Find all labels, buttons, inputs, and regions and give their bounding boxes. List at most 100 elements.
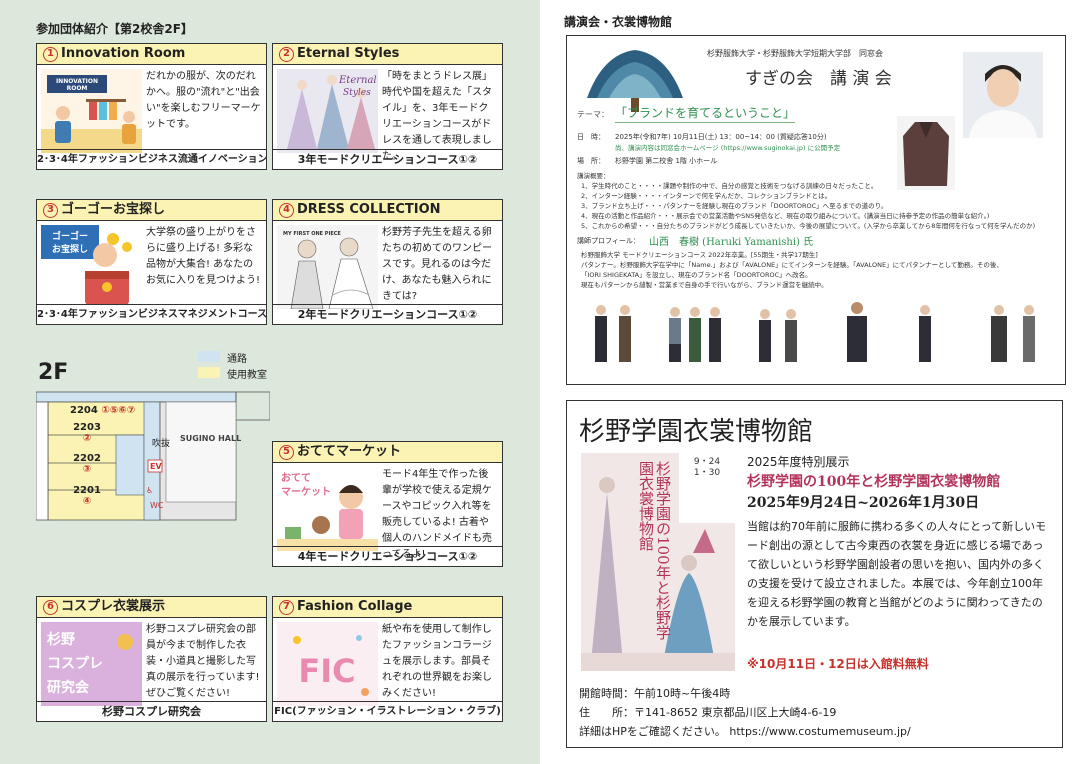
card-title: ゴーゴーお宝探し bbox=[61, 202, 166, 217]
date-label: 日 時： bbox=[577, 133, 605, 141]
card-title: Eternal Styles bbox=[297, 46, 400, 61]
museum-body: 当館は約70年前に服飾に携わる多くの人々にとって新しいモード創出の源として古今東… bbox=[747, 520, 1047, 628]
card-footer: FIC(ファッション・イラストレーション・クラブ) bbox=[273, 701, 502, 721]
tree-logo bbox=[583, 44, 687, 114]
theme-label: テーマ： bbox=[577, 110, 609, 119]
section-title-groups: 参加団体紹介【第2校舎2F】 bbox=[36, 22, 193, 36]
svg-text:ROOM: ROOM bbox=[67, 85, 88, 92]
card-title: DRESS COLLECTION bbox=[297, 202, 441, 217]
wc-label: WC bbox=[150, 501, 164, 510]
summary-item: 4、現在の活動と作品紹介・・・展示会での営業活動やSNS発信など、現在の取り組み… bbox=[581, 212, 990, 220]
museum-address: 住 所：〒141-8652 東京都品川区上大崎4-6-19 bbox=[579, 706, 837, 719]
card-title: Fashion Collage bbox=[297, 599, 413, 614]
legend-room-label: 使用教室 bbox=[227, 370, 267, 381]
lecture-poster: 杉野服飾大学・杉野服飾大学短期大学部 同窓会 すぎの会 講 演 会 テーマ： 「… bbox=[566, 35, 1066, 385]
poster-title: 杉野学園の100年と杉野学園衣裳博物館 bbox=[637, 461, 672, 640]
svg-text:杉野: 杉野 bbox=[47, 631, 75, 648]
room-2203: 2203 bbox=[73, 422, 101, 433]
number-badge: 2 bbox=[279, 47, 294, 62]
jacket-photo bbox=[897, 116, 955, 190]
museum-hours: 開館時間：午前10時~午後4時 bbox=[579, 687, 731, 700]
place-label: 場 所： bbox=[577, 157, 605, 165]
card-description: だれかの服が、次のだれかへ。服の"流れ"と"出会い"を楽しむフリーマーケットです… bbox=[146, 71, 261, 130]
atrium-label: 吹抜 bbox=[152, 439, 171, 449]
museum-website[interactable]: 詳細はHPをご確認ください。 https://www.costumemuseum… bbox=[579, 725, 911, 738]
legend-room-swatch bbox=[198, 367, 220, 378]
lecture-title: すぎの会 講 演 会 bbox=[745, 69, 892, 89]
free-admission-notice: ※10月11日・12日は入館料無料 bbox=[747, 657, 929, 671]
museum-section: 杉野学園衣裳博物館 杉野学園の100年と杉野学園衣裳博物館 9・24 1・30 … bbox=[566, 400, 1063, 748]
hall-label: SUGINO HALL bbox=[180, 434, 242, 443]
number-badge: 1 bbox=[43, 47, 58, 62]
card-description: 杉野コスプレ研究会の部員が今まで制作した衣装・小道具と撮影した写真の展示を行って… bbox=[146, 624, 260, 699]
card-title: おててマーケット bbox=[297, 444, 402, 459]
svg-text:Styles: Styles bbox=[343, 88, 371, 98]
room-2204-groups: ①⑤⑥⑦ bbox=[101, 405, 136, 416]
card-description: 「時をまとうドレス展」時代や国を超えた「スタイル」を、3年モードクリエーションコ… bbox=[382, 71, 492, 162]
card-footer: 2･3･4年ファッションビジネスマネジメントコース bbox=[37, 304, 266, 324]
lecture-place: 杉野学園 第二校舎 1階 小ホール bbox=[615, 157, 718, 165]
summary-item: 3、ブランド立ち上げ・・・パタンナーを経験し現在のブランド「DOORTOROC」… bbox=[581, 202, 888, 210]
card-footer: 2･3･4年ファッションビジネス流通イノベーションコース bbox=[37, 149, 266, 169]
card-description: 紙や布を使用して制作したファッションコラージュを展示します。部員それぞれの世界観… bbox=[382, 624, 492, 699]
card-footer: 2年モードクリエーションコース①② bbox=[273, 304, 502, 324]
number-badge: 7 bbox=[279, 600, 294, 615]
exhibition-poster: 杉野学園の100年と杉野学園衣裳博物館 9・24 1・30 bbox=[581, 453, 735, 671]
card-description: 大学祭の盛り上がりをさらに盛り上げる! 多彩な品物が大集合! あなたのお気に入り… bbox=[146, 227, 261, 286]
room-2202-groups: ③ bbox=[82, 464, 92, 475]
legend-corridor-swatch bbox=[198, 351, 220, 362]
room-2202: 2202 bbox=[73, 453, 101, 464]
otete-market-illustration: おてて マーケット bbox=[277, 467, 378, 551]
treasure-hunt-illustration: ゴーゴー お宝探し bbox=[41, 225, 142, 309]
profile-text: 杉野服飾大学 モードクリエーションコース 2022年卒業。[55期生・共学17期… bbox=[581, 251, 1003, 289]
room-2203-groups: ② bbox=[82, 433, 92, 444]
wc-icon: ♿ bbox=[146, 486, 154, 495]
svg-text:INNOVATION: INNOVATION bbox=[56, 78, 98, 85]
summary-item: 1、学生時代のこと・・・・課題や制作の中で、自分の感覚と技術をつなげる訓練の日々… bbox=[581, 182, 878, 190]
svg-text:研究会: 研究会 bbox=[47, 679, 90, 696]
card-title: コスプレ衣裳展示 bbox=[61, 599, 166, 614]
lecture-date: 2025年(令和7年) 10月11日(土) 13：00~14：00 (質疑応答1… bbox=[615, 133, 827, 141]
svg-text:Eternal: Eternal bbox=[338, 75, 377, 86]
exhibit-period: 2025年9月24日~2026年1月30日 bbox=[747, 495, 980, 511]
number-badge: 4 bbox=[279, 203, 294, 218]
svg-text:ゴーゴー: ゴーゴー bbox=[52, 230, 88, 242]
svg-text:お宝探し: お宝探し bbox=[52, 243, 88, 255]
room-2201-groups: ④ bbox=[82, 496, 92, 507]
legend-corridor-label: 通路 bbox=[227, 354, 247, 365]
innovation-room-illustration: INNOVATION ROOM bbox=[41, 69, 142, 153]
ev-label: EV bbox=[150, 462, 162, 471]
profile-label: 講師プロフィール： bbox=[577, 237, 640, 245]
svg-text:おてて: おてて bbox=[281, 472, 311, 484]
summary-item: 2、インターン経験・・・・インターンで何を学んだか、コレクションブランドとは。 bbox=[581, 192, 832, 200]
floor-label: 2F bbox=[38, 360, 69, 385]
museum-title: 杉野学園衣裳博物館 bbox=[579, 417, 814, 447]
card-footer: 4年モードクリエーションコース①② bbox=[273, 546, 502, 566]
section-title-lecture-museum: 講演会・衣裳博物館 bbox=[564, 15, 673, 29]
fic-logo: FIC bbox=[277, 622, 378, 706]
eternal-styles-illustration: Eternal Styles bbox=[277, 69, 378, 153]
summary-list: 1、学生時代のこと・・・・課題や制作の中で、自分の感覚と技術をつなげる訓練の日々… bbox=[581, 181, 1051, 231]
lecture-org: 杉野服飾大学・杉野服飾大学短期大学部 同窓会 bbox=[707, 49, 883, 58]
card-title: Innovation Room bbox=[61, 46, 186, 61]
number-badge: 3 bbox=[43, 203, 58, 218]
cosplay-illustration: 杉野 コスプレ 研究会 bbox=[41, 622, 142, 706]
room-2204: 2204 bbox=[70, 405, 98, 416]
speaker-photo bbox=[963, 52, 1043, 138]
lecture-date-note: 尚、講演内容は同窓会ホームページ (https://www.suginokai.… bbox=[615, 144, 841, 152]
card-footer: 杉野コスプレ研究会 bbox=[37, 701, 266, 721]
svg-text:コスプレ: コスプレ bbox=[47, 656, 103, 672]
exhibit-title: 杉野学園の100年と杉野学園衣裳博物館 bbox=[747, 474, 1001, 490]
speaker-name: 山西 春樹 (Haruki Yamanishi) 氏 bbox=[649, 237, 814, 248]
dress-collection-illustration: MY FIRST ONE PIECE bbox=[277, 225, 378, 309]
number-badge: 5 bbox=[279, 445, 294, 460]
room-2201: 2201 bbox=[73, 485, 101, 496]
svg-text:MY FIRST ONE PIECE: MY FIRST ONE PIECE bbox=[283, 231, 341, 237]
svg-text:FIC: FIC bbox=[298, 652, 355, 690]
